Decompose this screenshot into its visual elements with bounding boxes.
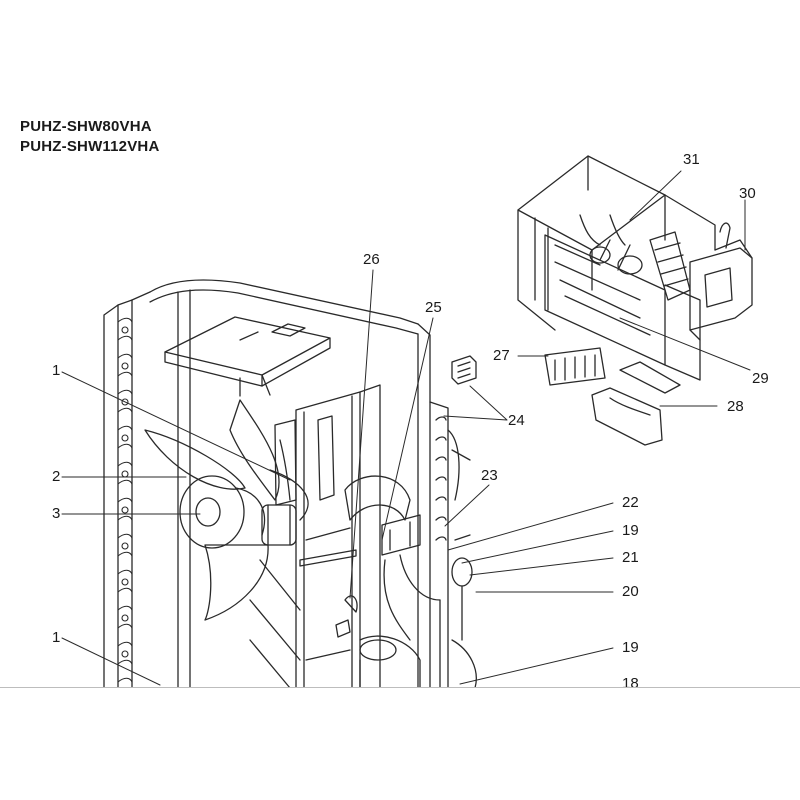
callout-label: 3 xyxy=(52,505,61,522)
control-box xyxy=(517,155,753,446)
callout-label: 23 xyxy=(481,467,498,484)
propeller-fan xyxy=(144,399,309,621)
heat-exchanger-left-coil xyxy=(103,291,151,689)
blank-lower-area xyxy=(0,688,800,800)
callout-label: 1 xyxy=(52,629,61,646)
part-24-connector xyxy=(451,355,477,385)
callout-label: 2 xyxy=(52,468,61,485)
motor-support-column xyxy=(249,391,361,689)
separator-panel xyxy=(344,384,411,689)
callout-label: 19 xyxy=(622,639,639,656)
callout-label: 26 xyxy=(363,251,380,268)
callout-label: 30 xyxy=(739,185,756,202)
callout-label: 1 xyxy=(52,362,61,379)
model-title-primary: PUHZ-SHW80VHA xyxy=(20,118,152,135)
callout-label: 22 xyxy=(622,494,639,511)
callout-label: 24 xyxy=(508,412,525,429)
callout-label: 25 xyxy=(425,299,442,316)
callout-label: 28 xyxy=(727,398,744,415)
refrigerant-piping xyxy=(335,514,477,689)
callout-label: 20 xyxy=(622,583,639,600)
model-title-secondary: PUHZ-SHW112VHA xyxy=(20,138,160,155)
callout-label: 27 xyxy=(493,347,510,364)
callout-label: 19 xyxy=(622,522,639,539)
callout-leader-lines xyxy=(61,170,751,686)
page-cut-line xyxy=(0,687,800,688)
callout-label: 21 xyxy=(622,549,639,566)
heat-exchanger-right-coil xyxy=(429,401,471,689)
top-frame-rail xyxy=(149,279,431,689)
callout-label: 31 xyxy=(683,151,700,168)
callout-label: 29 xyxy=(752,370,769,387)
motor-support-plate xyxy=(164,316,331,397)
